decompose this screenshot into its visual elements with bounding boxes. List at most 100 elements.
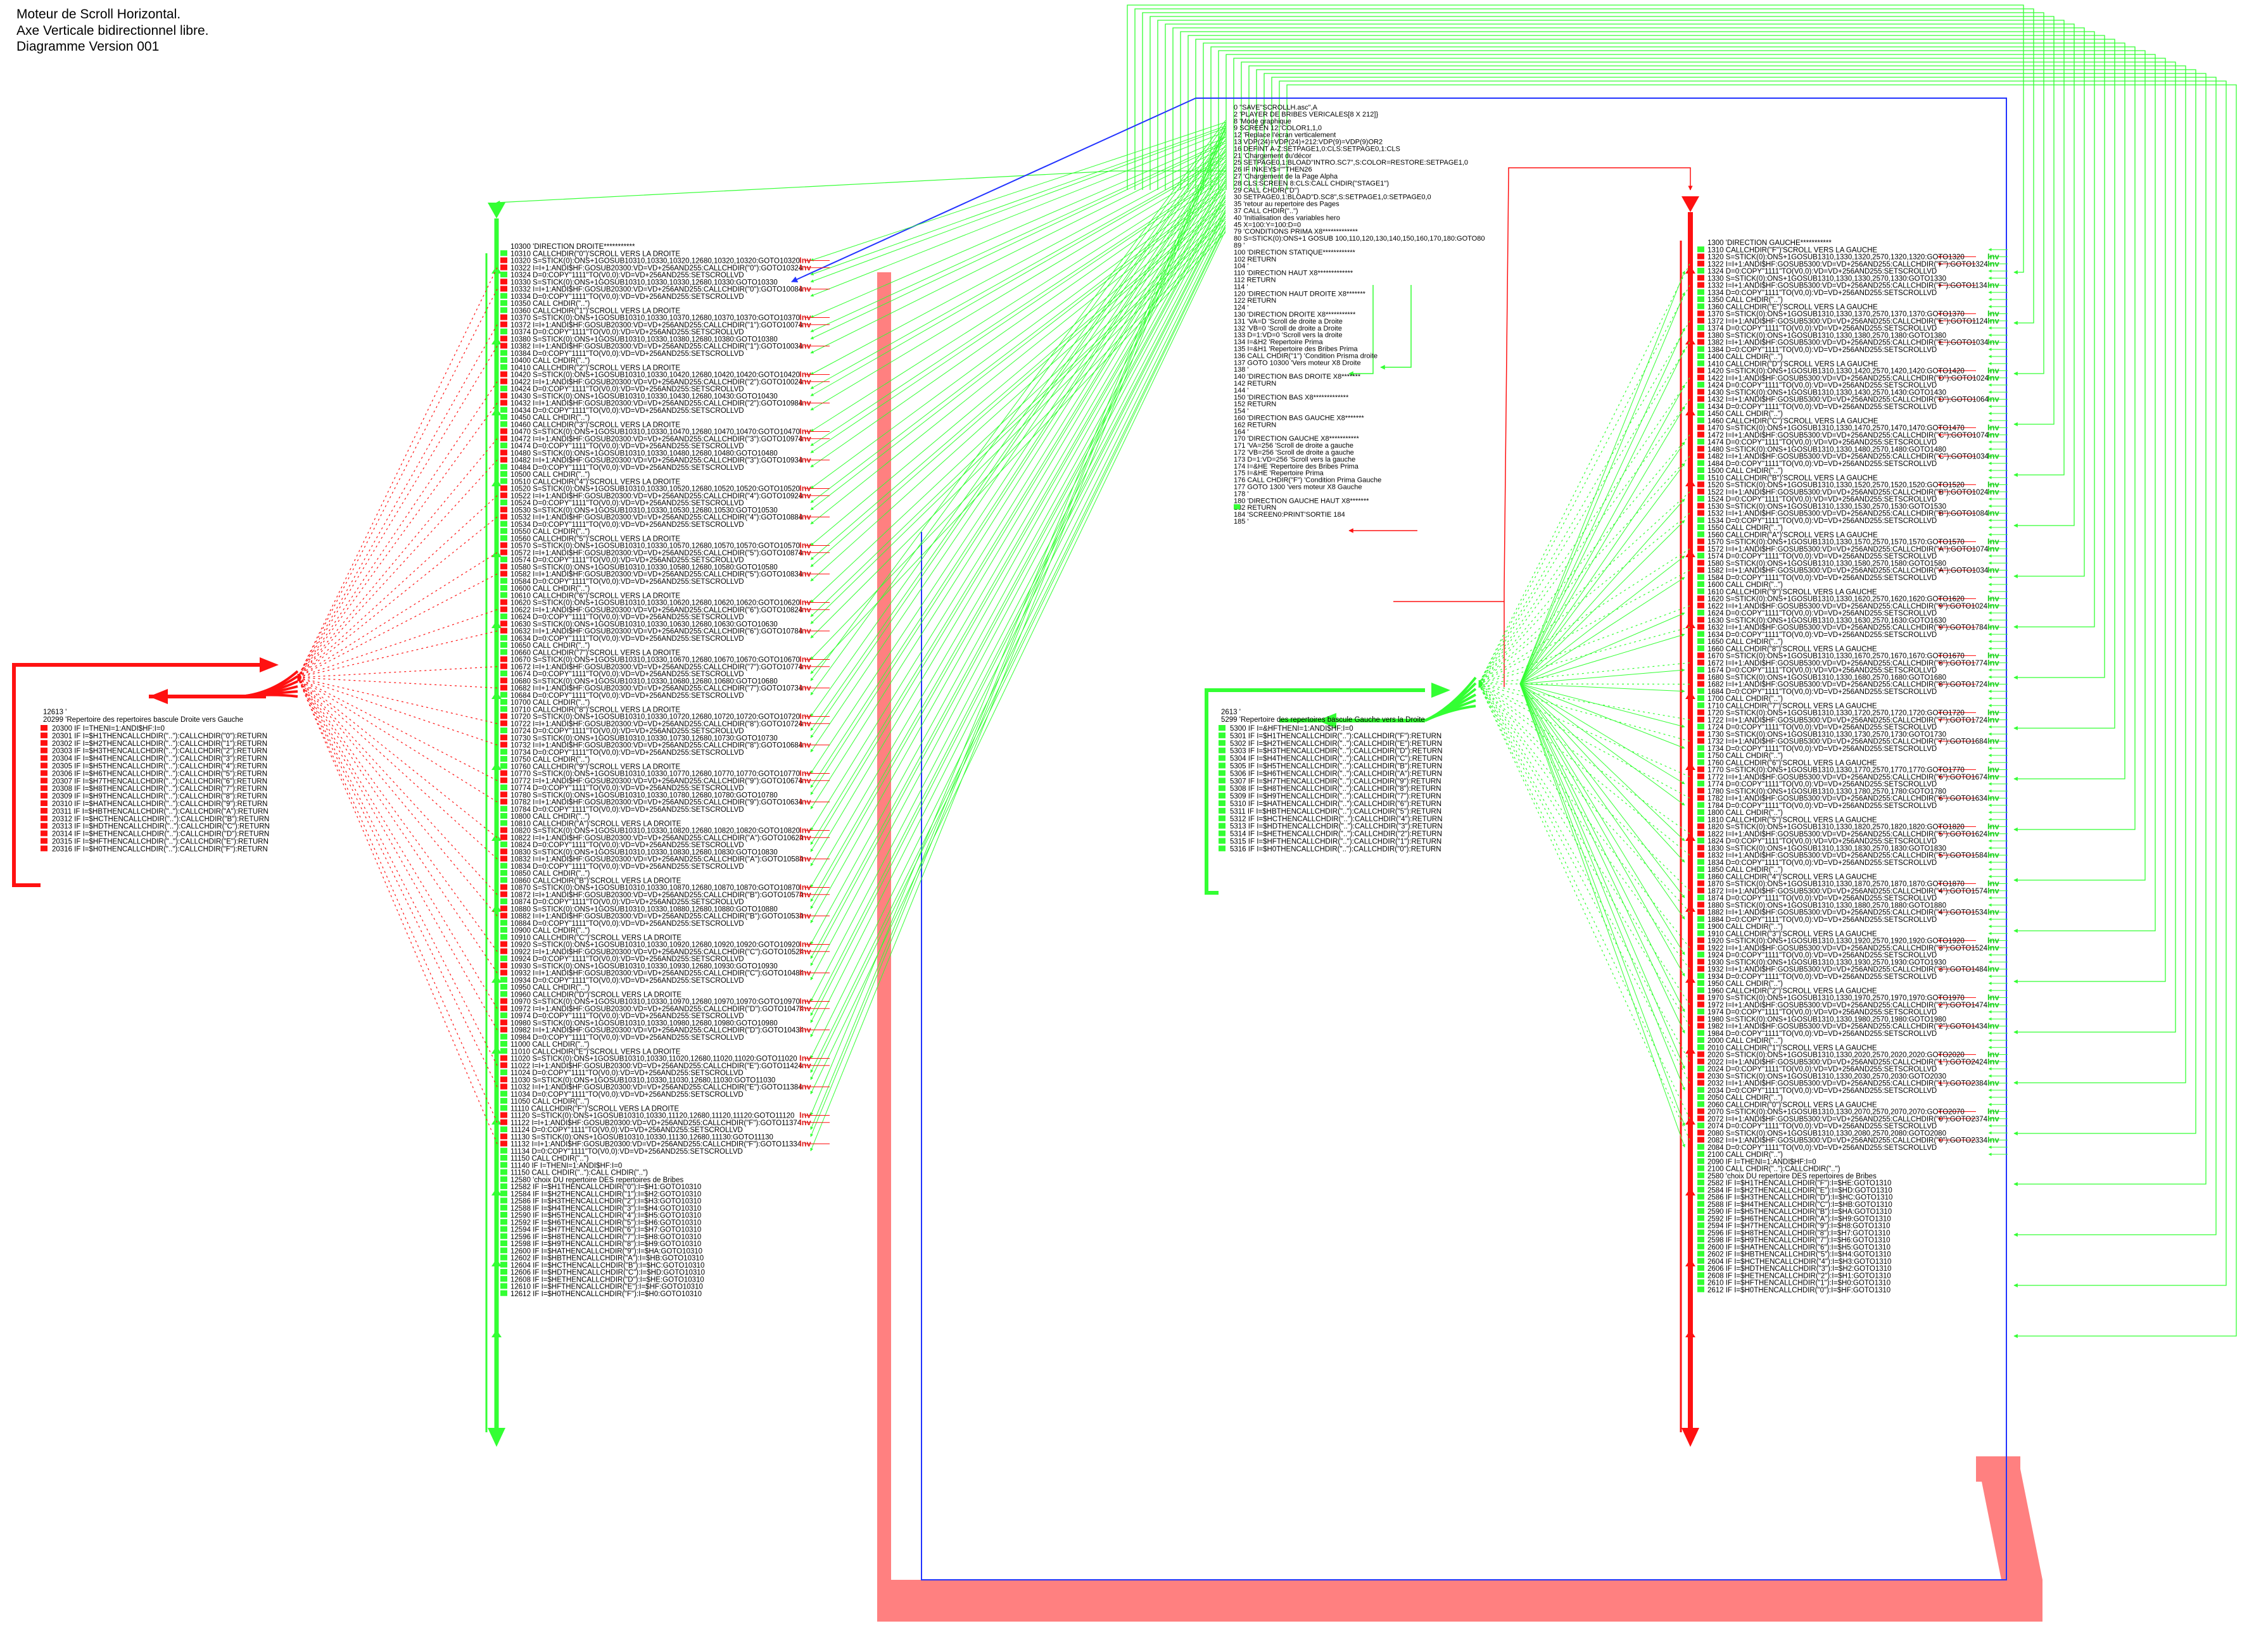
column-line-marker [500,1083,507,1090]
column-footer-line: 12610 IF I=$HFTHENCALLCHDIR("E"):I=$HF:G… [510,1283,703,1291]
inv-label: Inv [1987,708,2000,717]
listing-to-droite-link [810,127,1226,283]
block-line-marker [1219,725,1226,731]
main-listing-line: 21 'Chargement du'décor [1234,152,1312,160]
inv-label: Inv [799,854,812,864]
column-line-marker [500,557,507,562]
block-subheader: 5299 'Repertoire des repertoires bascule… [1221,716,1425,724]
column-code-line: 2020 S=STICK(0):ONS+1GOSUB1310,1330,2020… [1707,1052,1965,1059]
spine-arrow [1685,550,1695,557]
column-line-marker [1697,866,1704,872]
column-line-marker [1697,624,1704,630]
block-line-marker [1219,830,1226,836]
column-code-line: 10824 D=0:COPY"1111"TO(V0,0):VD=VD+256AN… [510,842,744,849]
block-line: 20310 IF I=$HATHENCALLCHDIR(".."):CALLCH… [52,800,267,808]
column-code-line: 1982 I=I+1:ANDI$HF:GOSUB5300:VD=VD+256AN… [1707,1023,1988,1031]
column-code-line: 1580 S=STICK(0):ONS+1GOSUB1310,1330,1580… [1707,560,1946,567]
inv-label: Inv [799,1025,812,1035]
column-line-marker [500,507,507,513]
column-code-line: 10620 S=STICK(0):ONS+1GOSUB10310,10330,1… [510,600,800,607]
block-line-marker [1219,815,1226,821]
column-line-marker [500,1276,507,1282]
column-footer-line: 2592 IF I=$H6THENCALLCHDIR("A"):I=$H9:GO… [1707,1215,1891,1223]
listing-to-droite-link [810,192,1226,525]
listing-to-droite-link [810,228,1226,660]
column-code-line: 1500 CALL CHDIR("..") [1707,467,1783,475]
column-code-line: 1882 I=I+1:ANDI$HF:GOSUB5300:VD=VD+256AN… [1707,909,1988,917]
column-line-marker [1697,588,1704,595]
inv-label: Inv [799,1054,812,1063]
column-code-line: 10710 CALLCHDIR("8")'SCROLL VERS LA DROI… [510,706,680,714]
column-code-line: 10934 D=0:COPY"1111"TO(V0,0):VD=VD+256AN… [510,977,744,985]
column-code-line: 1400 CALL CHDIR("..") [1707,353,1783,361]
column-line-marker [500,1226,507,1232]
column-line-marker [1697,830,1704,836]
column-line-marker [500,991,507,997]
column-code-line: 1534 D=0:COPY"1111"TO(V0,0):VD=VD+256AND… [1707,517,1937,525]
main-listing-line: 104 ' [1234,263,1249,270]
column-line-marker [1697,424,1704,431]
outer-loop [1218,50,2146,883]
column-line-marker [500,1219,507,1225]
fan-link-droite [297,676,498,689]
column-line-marker [500,272,507,277]
column-line-marker [1697,688,1704,694]
fan-link-gauche [1478,342,1690,684]
column-code-line: 2010 CALLCHDIR("1")'SCROLL VERS LA GAUCH… [1707,1044,1877,1052]
block-line-marker [41,830,48,836]
column-line-marker [500,1119,507,1125]
column-code-line: 10980 S=STICK(0):ONS+1GOSUB10310,10330,1… [510,1019,778,1027]
main-listing-line: 114 ' [1234,283,1248,291]
inv-label: Inv [799,911,812,921]
inv-label: Inv [1987,394,2000,404]
inv-label: Inv [799,256,812,265]
column-line-marker [1697,681,1704,687]
column-code-line: 10560 CALLCHDIR("5")'SCROLL VERS LA DROI… [510,535,680,543]
main-listing-line: 9 SCREEN 12:'COLOR1,1,0 [1234,125,1322,132]
column-line-marker [500,400,507,406]
listing-to-droite-link [810,142,1226,339]
spine-arrow [491,408,502,415]
column-code-line: 10732 I=I+1:ANDI$HF:GOSUB20300:VD=VD+256… [510,742,803,750]
column-code-line: 10610 CALLCHDIR("6")'SCROLL VERS LA DROI… [510,592,680,600]
column-line-marker [500,820,507,826]
listing-to-droite-link [810,156,1226,389]
column-line-marker [1697,994,1704,1000]
column-code-line: 1910 CALLCHDIR("3")'SCROLL VERS LA GAUCH… [1707,930,1877,938]
column-line-marker [500,842,507,847]
column-code-line: 1350 CALL CHDIR("..") [1707,296,1783,304]
inv-label: Inv [799,1118,812,1127]
column-line-marker [1697,1101,1704,1107]
column-line-marker [1697,303,1704,310]
junction-to-gauche-link [1519,668,1685,684]
fan-link-droite [297,666,498,679]
block-line-marker [1219,807,1226,814]
column-footer-line: 2090 IF I=THENI=1:ANDI$HF:I=0 [1707,1158,1816,1166]
column-code-line: 10334 D=0:COPY"1111"TO(V0,0):VD=VD+256AN… [510,293,744,301]
block-line: 20301 IF I=$H1THENCALLCHDIR(".."):CALLCH… [52,733,267,740]
block-subheader: 20299 'Repertoire des repertoires bascul… [43,716,243,724]
column-footer-line: 12598 IF I=$H9THENCALLCHDIR("8"):I=$H9:G… [510,1240,701,1248]
main-listing-line: 0 "SAVE"SCROLLH.asc",A [1234,104,1318,111]
column-line-marker [1697,1016,1704,1022]
column-code-line: 10470 S=STICK(0):ONS+1GOSUB10310,10330,1… [510,429,800,436]
column-code-line: 1730 S=STICK(0):ONS+1GOSUB1310,1330,1730… [1707,731,1946,738]
column-code-line: 1760 CALLCHDIR("6")'SCROLL VERS LA GAUCH… [1707,759,1877,767]
column-code-line: 11120 S=STICK(0):ONS+1GOSUB10310,10330,1… [510,1113,794,1120]
column-code-line: 10724 D=0:COPY"1111"TO(V0,0):VD=VD+256AN… [510,728,744,735]
column-code-line: 1470 S=STICK(0):ONS+1GOSUB1310,1330,1470… [1707,425,1965,432]
column-code-line: 10434 D=0:COPY"1111"TO(V0,0):VD=VD+256AN… [510,407,744,415]
main-listing-line: 180 'DIRECTION GAUCHE HAUT X8******* [1234,497,1369,505]
column-code-line: 10324 D=0:COPY"1111"TO(V0,0):VD=VD+256AN… [510,272,744,279]
column-code-line: 10422 I=I+1:ANDI$HF:GOSUB20300:VD=VD+256… [510,379,803,386]
column-line-marker [500,307,507,313]
column-code-line: 1720 S=STICK(0):ONS+1GOSUB1310,1330,1720… [1707,710,1965,717]
listing-to-droite-link [810,129,1226,717]
column-line-marker [1697,581,1704,587]
column-code-line: 10972 I=I+1:ANDI$HF:GOSUB20300:VD=VD+256… [510,1006,804,1013]
listing-to-droite-link [810,139,1226,753]
column-code-line: 10520 S=STICK(0):ONS+1GOSUB10310,10330,1… [510,486,800,493]
column-line-marker [1697,973,1704,979]
column-line-marker [500,514,507,520]
junction-to-gauche-link [1519,633,1685,684]
